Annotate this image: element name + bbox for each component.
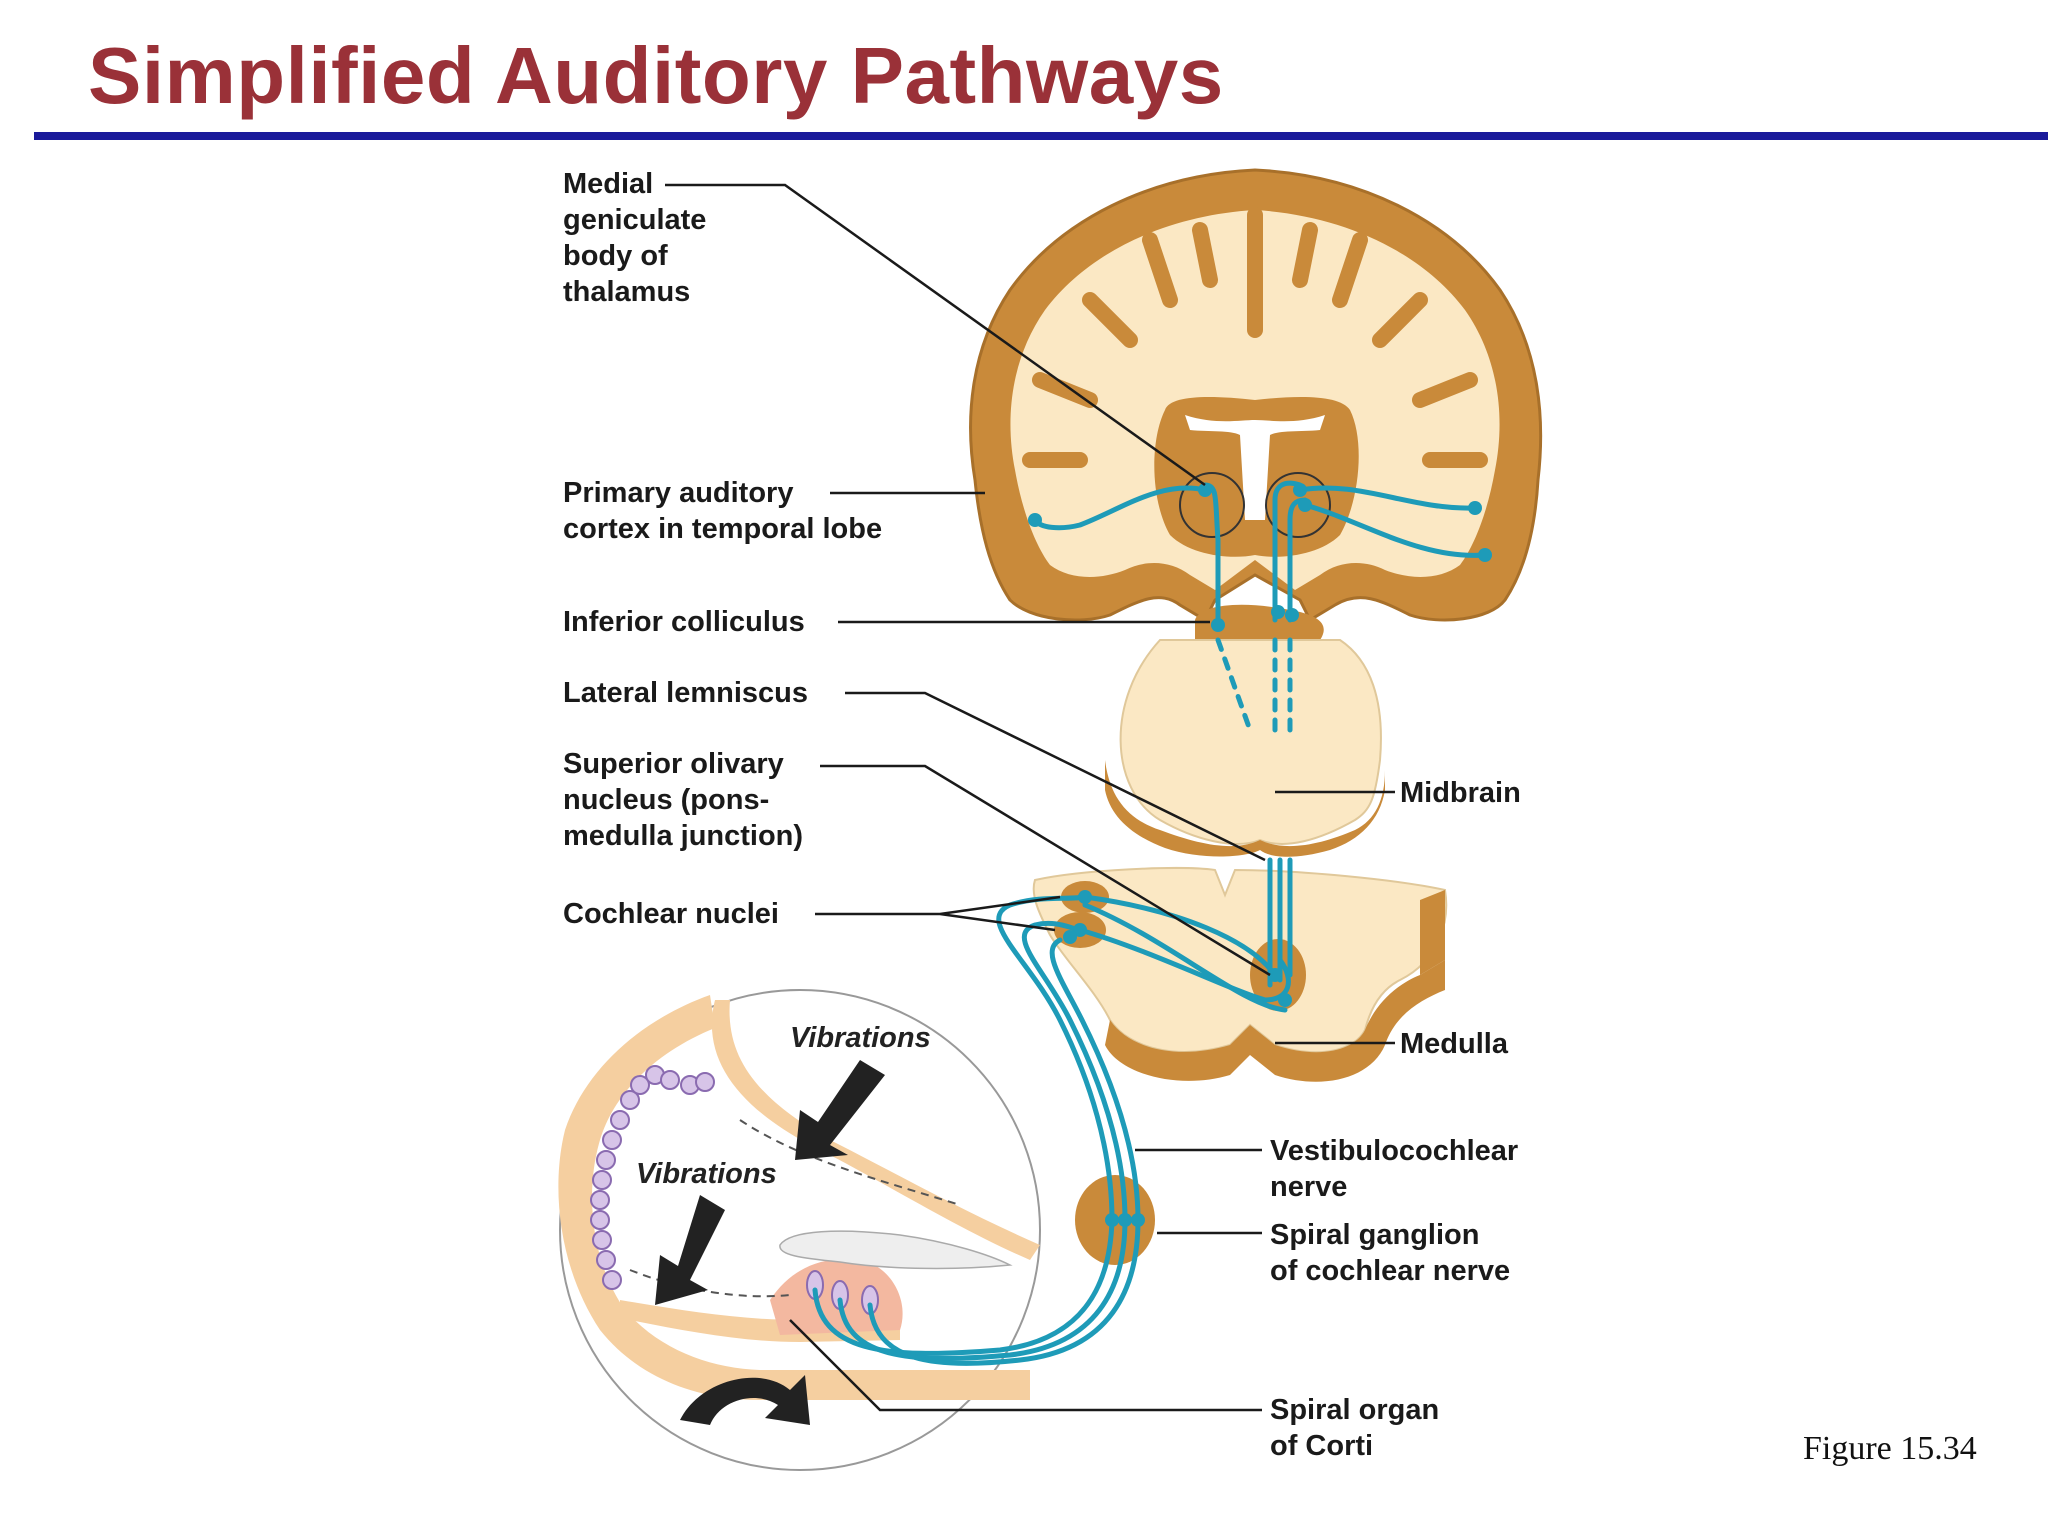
leader-lateral-lemniscus (845, 691, 1266, 862)
stria-vascularis (590, 1065, 715, 1290)
label-inferior-colliculus: Inferior colliculus (563, 606, 805, 638)
scala-membrane (711, 1000, 1040, 1260)
label-spiral-ganglion: Spiral ganglion of cochlear nerve (1270, 1219, 1511, 1287)
label-lateral-lemniscus: Lateral lemniscus (563, 677, 808, 709)
label-vibrations-upper: Vibrations (790, 1022, 931, 1054)
label-medulla: Medulla (1400, 1028, 1508, 1060)
auditory-pathway-fibers (812, 480, 1488, 1366)
medial-geniculate-right (1265, 472, 1331, 538)
third-ventricle (1185, 415, 1325, 520)
medulla-side (1420, 890, 1445, 975)
label-vestibulocochlear-nerve: Vestibulocochlear nerve (1270, 1135, 1519, 1203)
label-vibrations-lower: Vibrations (636, 1158, 777, 1190)
sulci (1022, 207, 1488, 468)
label-cochlear-nuclei: Cochlear nuclei (563, 898, 779, 930)
leader-cochlear-nuclei (815, 895, 1061, 932)
slide-title: Simplified Auditory Pathways (88, 31, 1224, 120)
label-midbrain: Midbrain (1400, 777, 1521, 809)
label-primary-auditory-cortex: Primary auditory cortex in temporal lobe (563, 477, 883, 545)
vibration-arrow-curved (680, 1375, 810, 1425)
midbrain-section (1105, 604, 1385, 857)
leader-lines (665, 183, 1395, 1412)
vibration-arrow-lower (655, 1195, 725, 1305)
midbrain-body (1119, 639, 1382, 845)
label-medial-geniculate: Medial geniculate body of thalamus (563, 168, 707, 308)
leader-spiral-organ (789, 1319, 1262, 1412)
medulla-rim (1105, 960, 1445, 1082)
reissner-membrane (739, 1119, 961, 1206)
medulla-body (1032, 867, 1448, 1054)
cochlea-inset (558, 989, 1041, 1471)
title-rule (34, 132, 2048, 140)
cochlea-inset-border (559, 989, 1041, 1471)
medial-geniculate-left (1179, 472, 1245, 538)
leader-superior-olivary (820, 764, 1271, 977)
figure-caption: Figure 15.34 (1803, 1430, 1977, 1467)
label-superior-olivary: Superior olivary nucleus (pons- medulla … (563, 748, 804, 852)
leader-medial-geniculate (665, 183, 1206, 487)
tectorial-membrane (779, 1230, 1013, 1270)
pathway-synapses (1028, 483, 1492, 1227)
vibration-arrow-upper (795, 1060, 885, 1160)
brain-coronal-section (969, 168, 1543, 623)
basilar-dashed (629, 1269, 791, 1298)
label-spiral-organ: Spiral organ of Corti (1270, 1394, 1440, 1462)
